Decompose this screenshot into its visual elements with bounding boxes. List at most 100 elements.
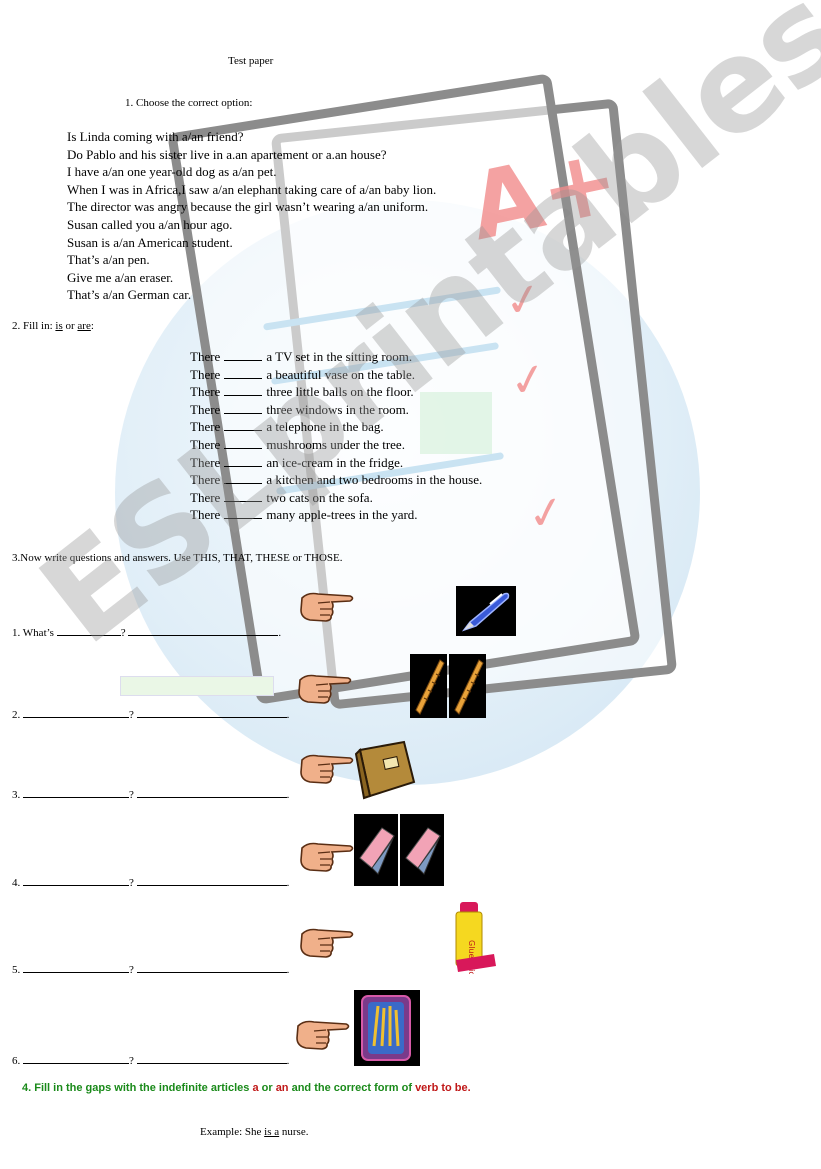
heading-text: 2. Fill in: [12, 320, 56, 332]
list-item: There a beautiful vase on the table. [190, 366, 482, 384]
lead-word: There [190, 419, 221, 435]
answer-blank[interactable] [136, 963, 287, 973]
sentence-text: three little balls on the floor. [266, 384, 414, 400]
article-an: an [275, 1082, 289, 1094]
answer-blank[interactable] [136, 788, 287, 798]
question-row-1: 1. What’s ? . [12, 626, 282, 639]
answer-blank[interactable] [224, 420, 263, 432]
list-item: That’s a/an German car. [67, 287, 192, 303]
answer-blank[interactable] [224, 491, 263, 502]
background-sticker [120, 676, 274, 696]
sentence-text: a kitchen and two bedrooms in the house. [266, 472, 483, 488]
question-blank[interactable] [23, 1054, 129, 1064]
question-blank[interactable] [23, 963, 129, 973]
row-label: 2. [12, 709, 21, 721]
list-item: Is Linda coming with a/an friend? [67, 129, 244, 144]
answer-blank[interactable] [224, 368, 263, 379]
sentence-text: a telephone in the bag. [266, 419, 384, 435]
background-sticker [420, 392, 492, 454]
sentence-text: many apple-trees in the yard. [266, 507, 418, 523]
answer-blank[interactable] [224, 350, 263, 361]
lead-word: There [190, 384, 221, 400]
lead-word: There [190, 454, 221, 470]
word-are: are [77, 320, 91, 332]
answer-blank[interactable] [136, 876, 287, 886]
row-label: 5. [12, 964, 21, 976]
answer-blank[interactable] [136, 708, 287, 718]
erasers-icon [354, 814, 444, 886]
glue-stick-icon: Glue Stick [455, 902, 496, 974]
answer-blank[interactable] [128, 626, 279, 636]
answer-blank[interactable] [224, 508, 263, 520]
question-row-3: 3. ? . [12, 788, 290, 801]
rulers-icon [410, 654, 486, 718]
question-blank[interactable] [23, 708, 129, 718]
question-row-6: 6. ? . [12, 1054, 290, 1067]
lead-word: There [190, 366, 221, 382]
row-label: 4. [12, 877, 21, 889]
heading-suffix: : [90, 320, 94, 332]
section-3-heading: 3.Now write questions and answers. Use T… [12, 552, 343, 564]
section-1-heading: 1. Choose the correct option: [125, 97, 253, 109]
pointing-hand-icon [300, 592, 354, 622]
list-item: There three windows in the room. [190, 401, 482, 419]
question-blank[interactable] [56, 626, 121, 636]
lead-word: There [190, 489, 221, 505]
answer-blank[interactable] [224, 438, 263, 449]
word-is: is [55, 320, 63, 332]
lead-word: There [190, 507, 221, 523]
example-answer: is a [264, 1126, 280, 1138]
answer-blank[interactable] [224, 473, 263, 485]
verb-to-be: verb to be. [415, 1082, 471, 1094]
question-row-4: 4. ? . [12, 876, 290, 889]
lead-word: There [190, 436, 221, 452]
list-item: Susan called you a/an hour ago. [67, 216, 233, 232]
article-a: a [252, 1082, 259, 1094]
list-item: There three little balls on the floor. [190, 383, 482, 401]
pen-icon [456, 586, 516, 636]
sentence-text: two cats on the sofa. [266, 489, 373, 505]
answer-blank[interactable] [224, 403, 263, 414]
answer-blank[interactable] [224, 385, 263, 397]
sentence-text: an ice-cream in the fridge. [266, 454, 404, 470]
sentence-text: three windows in the room. [266, 401, 409, 417]
list-item: There an ice-cream in the fridge. [190, 454, 482, 472]
pointing-hand-icon [300, 842, 354, 872]
list-item: Give me a/an eraser. [67, 269, 174, 285]
list-item: The director was angry because the girl … [67, 199, 429, 215]
word-or: or [62, 320, 78, 332]
section-1-list: Is Linda coming with a/an friend? Do Pab… [67, 128, 436, 304]
pencil-case-icon [354, 990, 420, 1066]
heading-text: and the correct form of [288, 1082, 416, 1094]
row-label: 1. What’s [12, 627, 57, 639]
pointing-hand-icon [298, 674, 352, 704]
example-text: nurse. [279, 1126, 309, 1138]
heading-text: 4. Fill in the gaps with the indefinite … [22, 1082, 253, 1094]
section-4-heading: 4. Fill in the gaps with the indefinite … [22, 1082, 471, 1094]
section-2-heading: 2. Fill in: is or are: [12, 320, 94, 332]
pointing-hand-icon [300, 928, 354, 958]
sentence-text: a TV set in the sitting room. [266, 349, 413, 364]
lead-word: There [190, 401, 221, 417]
example-sentence: Example: She is a nurse. [200, 1126, 308, 1138]
row-label: 3. [12, 789, 21, 801]
sentence-text: a beautiful vase on the table. [266, 366, 416, 382]
row-label: 6. [12, 1055, 21, 1067]
answer-blank[interactable] [136, 1054, 287, 1064]
lead-word: There [190, 472, 221, 488]
pointing-hand-icon [296, 1020, 350, 1050]
list-item: Do Pablo and his sister live in a.an apa… [67, 146, 387, 162]
example-text: Example: She [200, 1126, 265, 1138]
list-item: That’s a/an pen. [67, 252, 150, 268]
answer-blank[interactable] [224, 456, 263, 467]
question-blank[interactable] [23, 788, 129, 798]
list-item: There many apple-trees in the yard. [190, 506, 482, 524]
list-item: There a kitchen and two bedrooms in the h… [190, 471, 482, 489]
question-blank[interactable] [23, 876, 129, 886]
book-icon [354, 740, 416, 800]
pointing-hand-icon [300, 754, 354, 784]
list-item: There a telephone in the bag. [190, 418, 482, 436]
sentence-text: mushrooms under the tree. [266, 436, 405, 452]
